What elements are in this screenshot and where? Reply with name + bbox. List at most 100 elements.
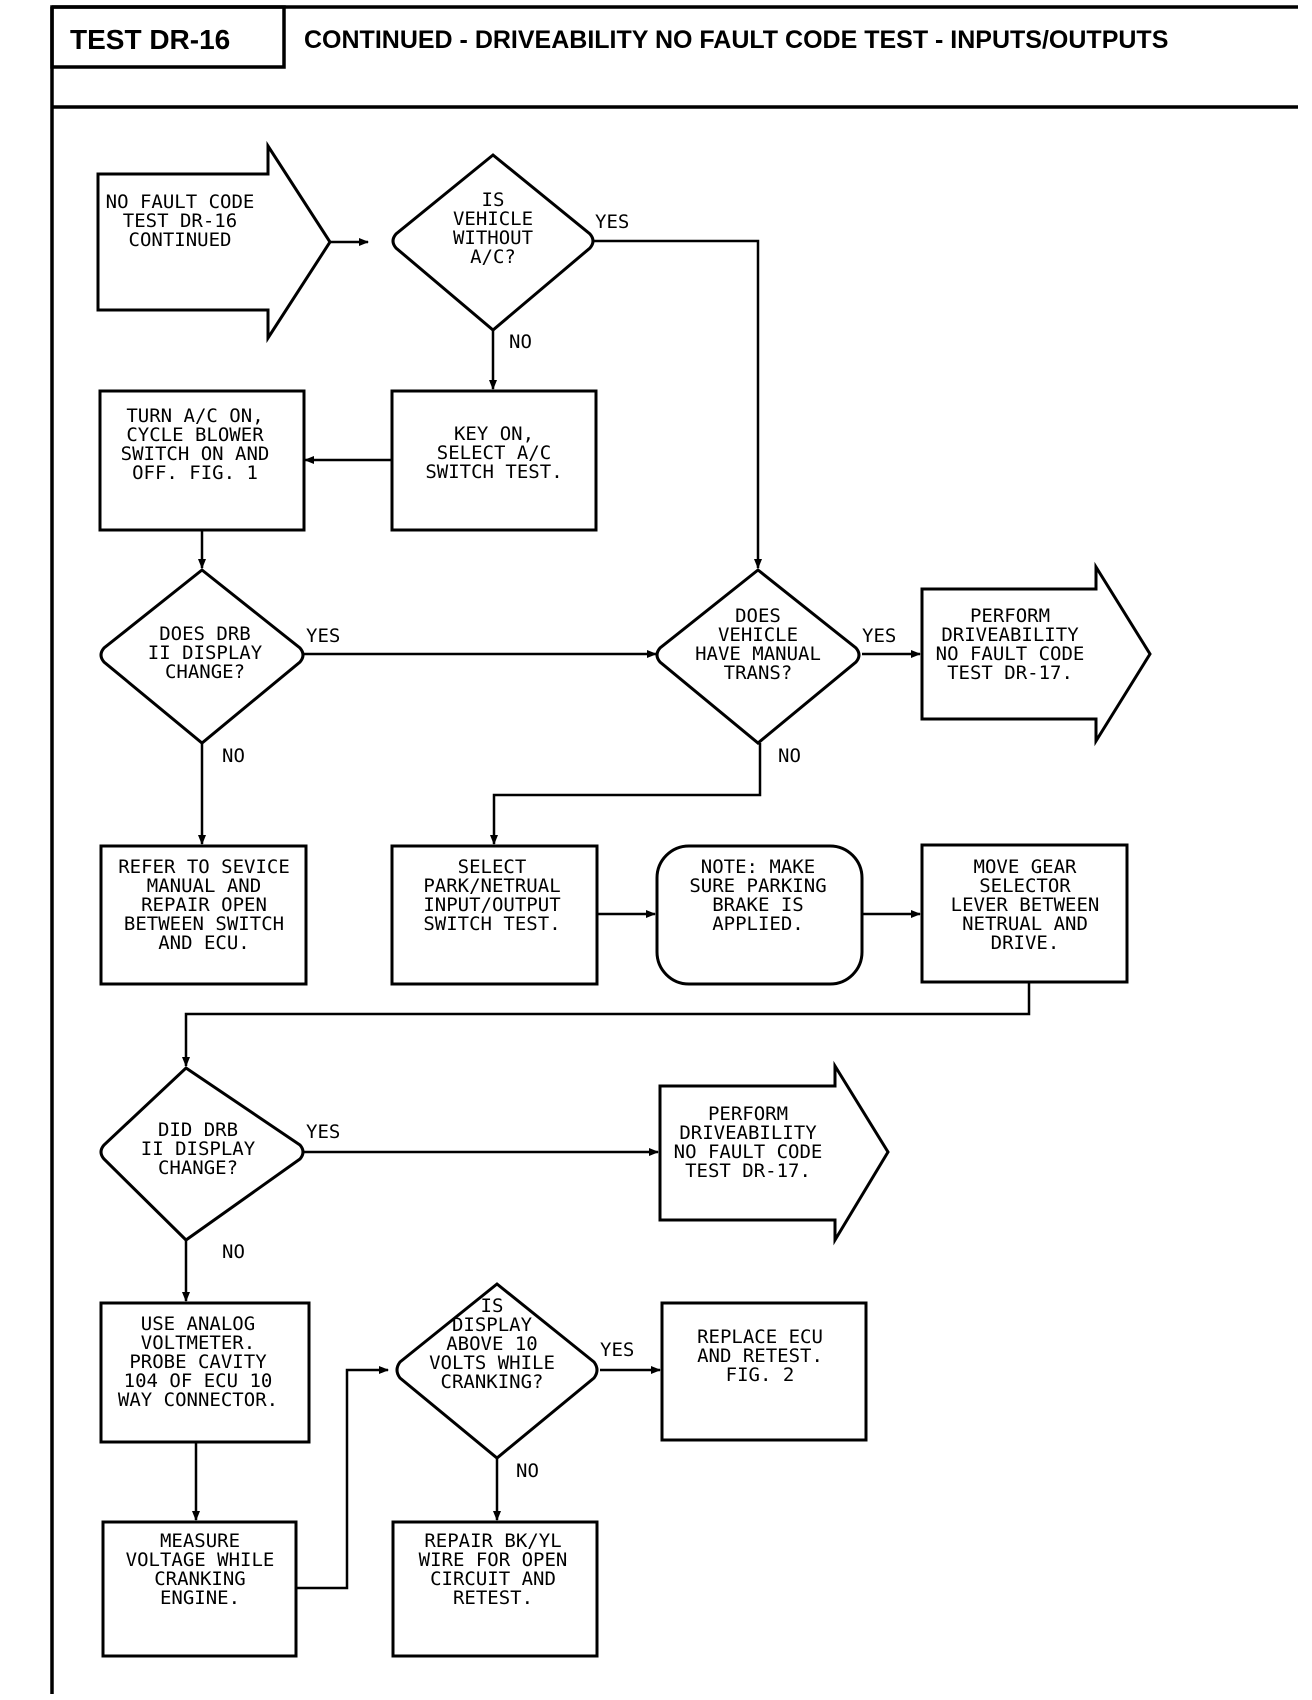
text-line: IS (481, 1295, 504, 1317)
label-no-q4: NO (222, 1241, 245, 1263)
text-line: APPLIED. (712, 913, 804, 935)
process-box (920, 843, 1129, 984)
text-line: REFER TO SEVICE (118, 856, 290, 878)
text-line: ENGINE. (160, 1587, 240, 1609)
text-line: REPAIR BK/YL (424, 1530, 561, 1552)
text-line: CHANGE? (158, 1157, 238, 1179)
test-id-box (50, 5, 286, 69)
text-line: CRANKING (154, 1568, 246, 1590)
text-line: PERFORM (970, 605, 1050, 627)
text-line: FIG. 2 (726, 1364, 795, 1386)
label-yes-q2: YES (306, 625, 340, 647)
text-line: CRANKING? (441, 1371, 544, 1393)
label-no-q5: NO (516, 1460, 539, 1482)
text-line: LEVER BETWEEN (951, 894, 1100, 916)
decision-diamond (99, 1066, 305, 1242)
process-box (390, 844, 599, 986)
connector-q3-no (490, 743, 762, 845)
text-line: ABOVE 10 (446, 1333, 538, 1355)
text-line: SURE PARKING (689, 875, 826, 897)
text-line: SWITCH TEST. (423, 913, 560, 935)
text-line: REPLACE ECU (697, 1326, 823, 1348)
text-line: 104 OF ECU 10 (124, 1370, 273, 1392)
text-line: DID DRB (158, 1119, 238, 1141)
process-box (99, 1301, 311, 1444)
text-line: TEST DR-17. (685, 1160, 811, 1182)
page-header: TEST DR-16 CONTINUED - DRIVEABILITY NO F… (50, 5, 1298, 1694)
text-line: DRIVE. (991, 932, 1060, 954)
text-line: SWITCH ON AND (121, 443, 270, 465)
decision-diamond (655, 568, 861, 745)
text-line: BETWEEN SWITCH (124, 913, 284, 935)
text-line: WITHOUT (453, 227, 533, 249)
text-line: DOES DRB (159, 623, 251, 645)
process-box (99, 844, 308, 986)
text-line: SELECT (458, 856, 527, 878)
text-line: VEHICLE (453, 208, 533, 230)
connector-q1-yes (594, 239, 762, 569)
start-arrow-shape (96, 140, 332, 344)
process-box (391, 1520, 599, 1658)
text-line: RETEST. (453, 1587, 533, 1609)
text-line: WIRE FOR OPEN (419, 1549, 568, 1571)
decision-diamond (395, 1282, 599, 1460)
text-line: MOVE GEAR (974, 856, 1078, 878)
text-line: II DISPLAY (141, 1138, 256, 1160)
text-line: CONTINUED (129, 229, 232, 251)
text-line: KEY ON, (454, 423, 534, 445)
text-line: VOLTS WHILE (429, 1352, 555, 1374)
text-line: BRAKE IS (712, 894, 804, 916)
text-line: DISPLAY (452, 1314, 533, 1336)
off-page-arrow-shape[interactable] (658, 1060, 890, 1246)
text-line: TRANS? (724, 662, 793, 684)
text-line: SELECTOR (979, 875, 1071, 897)
text-line: PARK/NETRUAL (423, 875, 560, 897)
branch-labels: YES NO YES NO YES NO YES NO YES NO (222, 211, 896, 1482)
off-page-arrow-shape[interactable] (920, 561, 1152, 747)
text-line: PERFORM (708, 1103, 788, 1125)
label-yes-q3: YES (862, 625, 896, 647)
text-line: REPAIR OPEN (141, 894, 267, 916)
text-line: DOES (735, 605, 781, 627)
text-line: NOTE: MAKE (701, 856, 815, 878)
text-line: NO FAULT CODE (936, 643, 1085, 665)
note-box (655, 844, 864, 986)
decision-diamond (99, 568, 305, 745)
text-line: VOLTMETER. (141, 1332, 255, 1354)
connectors (182, 238, 1031, 1590)
text-line: A/C? (470, 246, 516, 268)
text-line: IS (482, 189, 505, 211)
label-no-q1: NO (509, 331, 532, 353)
text-line: NO FAULT CODE (106, 191, 255, 213)
text-line: VEHICLE (718, 624, 798, 646)
text-line: NETRUAL AND (962, 913, 1088, 935)
